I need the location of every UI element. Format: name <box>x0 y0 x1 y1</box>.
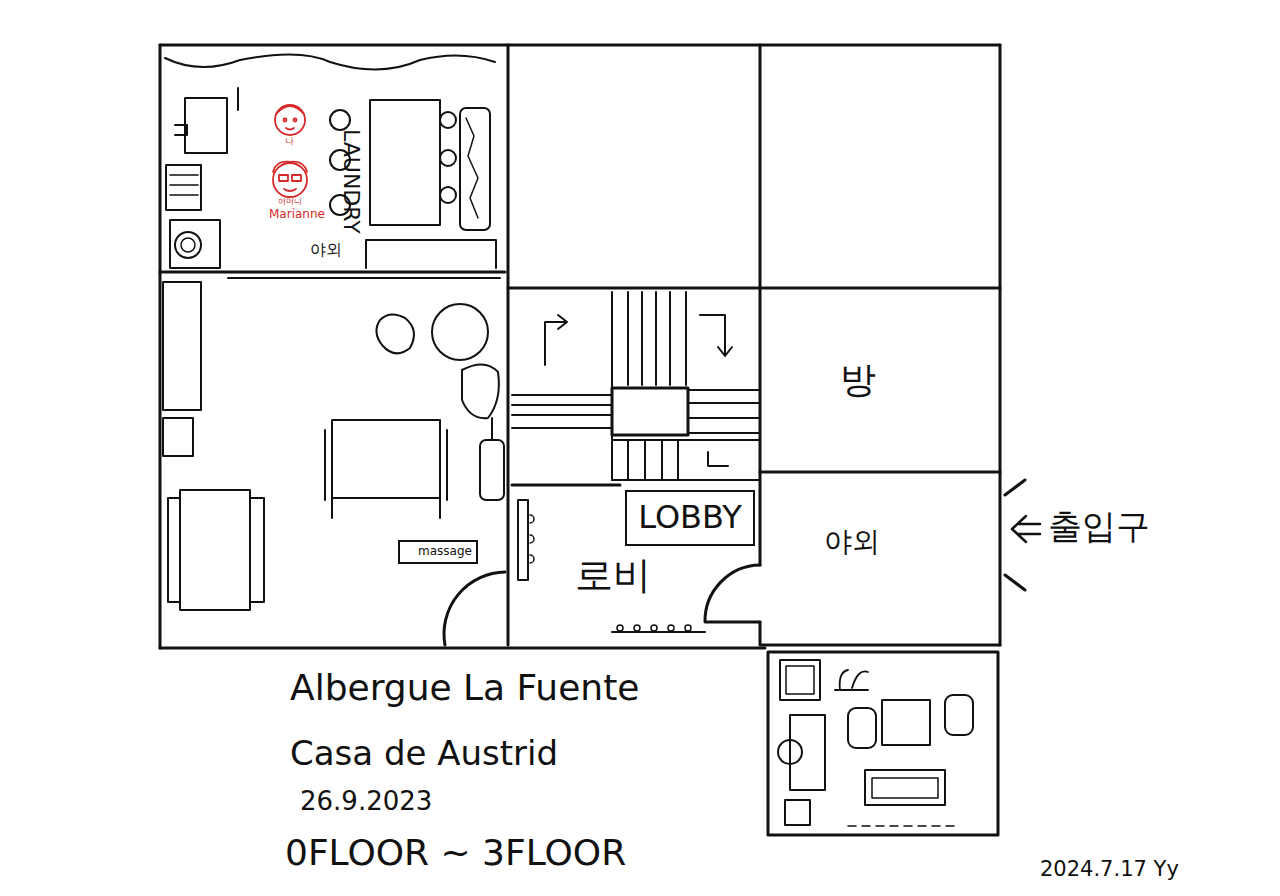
room: 방 <box>762 290 998 468</box>
room-label: massage <box>418 545 472 558</box>
massage-box: massage <box>398 540 478 564</box>
room-label: LAUNDRY <box>338 129 362 234</box>
laundry-room: LAUNDRY 야외 <box>160 45 505 273</box>
subtitle: Casa de Austrid <box>290 735 558 772</box>
room-label: LOBBY <box>638 500 742 535</box>
title: Albergue La Fuente <box>290 668 639 708</box>
room-label: 야외 <box>310 241 342 259</box>
entrance-label: 출입구 <box>1048 508 1150 545</box>
room-label: 로비 <box>575 555 651 597</box>
person-label: 어머니 <box>278 198 302 207</box>
lobby-room: 로비 LOBBY <box>510 487 758 645</box>
date-label: 26.9.2023 <box>300 787 432 816</box>
person-label: 나 <box>285 137 294 147</box>
room-label: 야외 <box>824 527 880 558</box>
person-label: Marianne <box>269 208 325 221</box>
room-label: 방 <box>840 360 876 400</box>
lobby-sign: LOBBY <box>625 490 755 546</box>
floor-label: 0FLOOR ~ 3FLOOR <box>285 833 626 873</box>
signature: 2024.7.17 Yy <box>1040 858 1179 881</box>
outdoor-area: 야외 <box>762 472 998 642</box>
